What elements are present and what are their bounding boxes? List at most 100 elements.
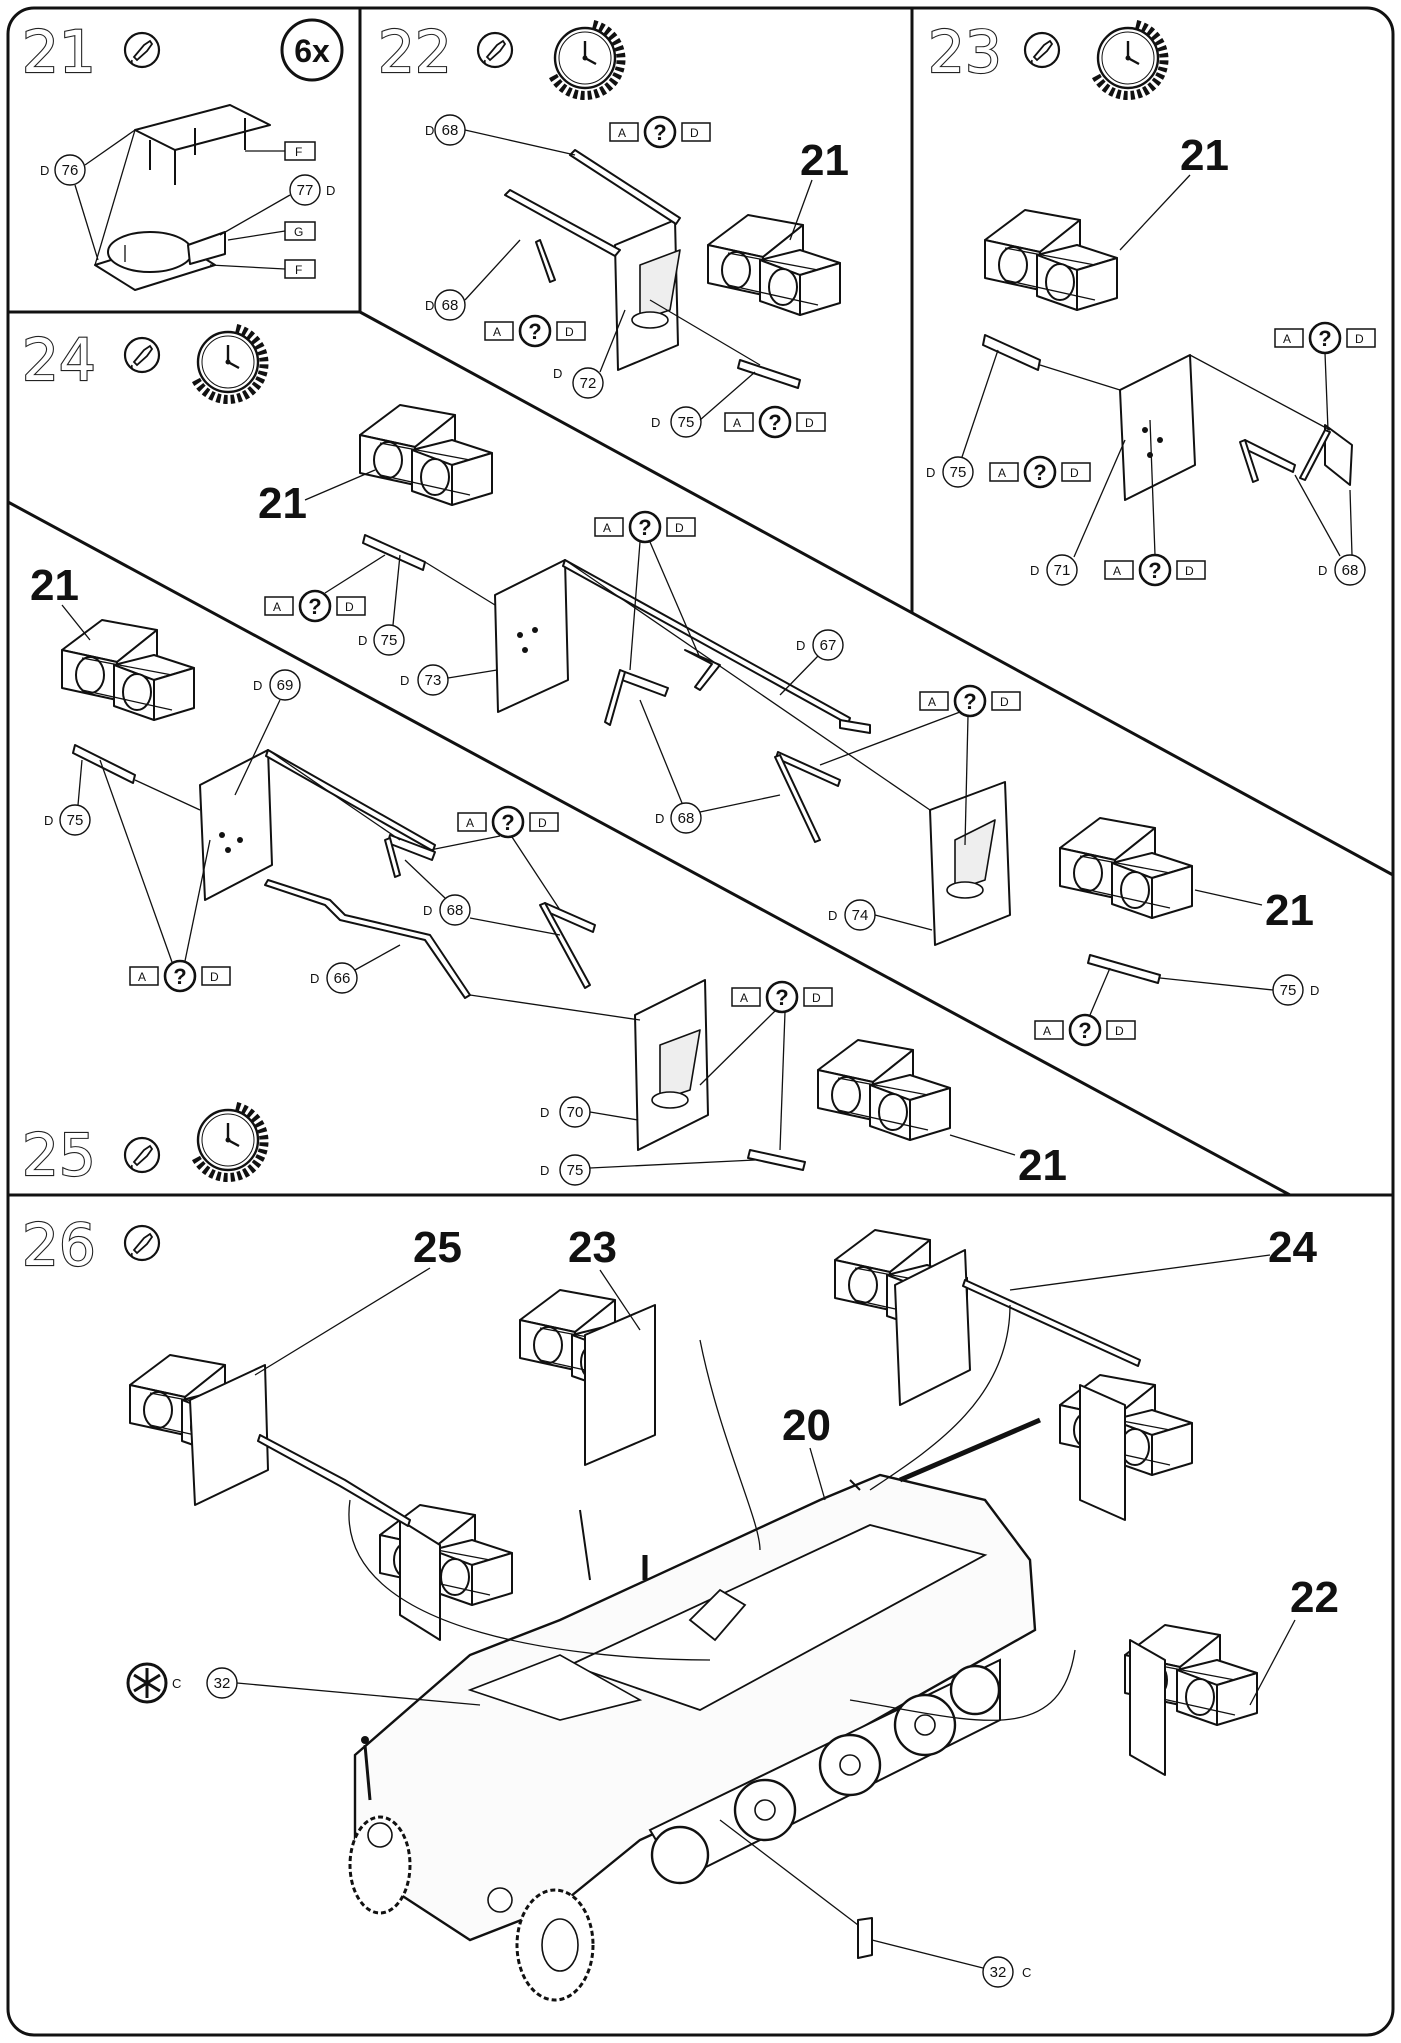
color-code: F [295, 145, 302, 159]
sprue-letter: C [172, 1676, 181, 1691]
divider-25-diagonal [7, 500, 1291, 1197]
attach-line [869, 1304, 1011, 1491]
glue-icon [123, 31, 161, 69]
paint-flag-3: F [209, 259, 316, 279]
launcher-assembly-drawing [1059, 817, 1193, 919]
flag-right: D [538, 816, 547, 830]
flag-left: A [493, 325, 501, 339]
sprue-letter: D [310, 971, 319, 986]
part-callout-76 [54, 154, 86, 186]
part-callout-72 [572, 367, 604, 399]
rod-part [962, 1279, 1141, 1367]
flag-left: A [138, 970, 146, 984]
sprue-letter: D [358, 633, 367, 648]
flag-mark: ? [768, 410, 781, 435]
drying-clock-icon [553, 24, 621, 95]
drying-clock-icon [196, 328, 264, 399]
part-callout-75 [373, 624, 405, 656]
flag-mark: ? [653, 120, 666, 145]
flag-mark: ? [1318, 326, 1331, 351]
attach-line [699, 1339, 761, 1551]
sprue-letter: D [1310, 983, 1319, 998]
flag-right: D [1185, 564, 1194, 578]
glue-flag: A ? D [1104, 553, 1206, 587]
assembly-ref-21: 21 [258, 479, 307, 528]
step-24-panel: 24 21 21 75 D [21, 326, 1319, 1047]
sprue-letter: D [423, 903, 432, 918]
launcher-assembly-drawing [707, 214, 841, 316]
step-23-panel: 23 21 75 D 71 D 68 D A [926, 17, 1376, 587]
glue-flag: A ? D [457, 805, 559, 839]
flag-right: D [565, 325, 574, 339]
part-number: 70 [567, 1104, 584, 1121]
step-26-panel: 26 25 23 24 22 [21, 1210, 1339, 2002]
quantity-badge [280, 18, 344, 82]
divider-24-diagonal [359, 310, 1394, 877]
assembly-ref-25: 25 [413, 1223, 462, 1272]
glue-flag: A ? D [264, 589, 366, 623]
sprue-letter: D [540, 1163, 549, 1178]
flag-mark: ? [501, 810, 514, 835]
sprue-letter: D [796, 638, 805, 653]
part-number: 71 [1054, 562, 1071, 579]
sprue-letter: D [425, 298, 434, 313]
launcher-assembly-drawing [61, 619, 195, 721]
flag-left: A [1283, 332, 1291, 346]
drying-clock-icon [196, 1106, 264, 1177]
flag-left: A [273, 600, 281, 614]
part-number: 69 [277, 677, 294, 694]
sprue-letter: D [253, 678, 262, 693]
flag-left: A [1113, 564, 1121, 578]
frame-part [189, 1364, 269, 1506]
sprue-letter: D [1030, 563, 1039, 578]
flag-right: D [1000, 695, 1009, 709]
step-number-25: 25 [22, 1121, 96, 1189]
step-25-panel: 21 21 75 D 69 D [21, 561, 1067, 1190]
glue-icon [123, 1224, 161, 1262]
frame-part [399, 1519, 441, 1641]
part-callout-71 [1046, 554, 1078, 586]
sprue-letter: D [425, 123, 434, 138]
flag-right: D [1355, 332, 1364, 346]
frame-part [894, 1249, 971, 1406]
flag-right: D [812, 991, 821, 1005]
frame-part-drawing [982, 334, 1353, 501]
part-number: 75 [567, 1162, 584, 1179]
part-callout-32 [982, 1956, 1014, 1988]
part-callout-68 [1334, 554, 1366, 586]
assembly-ref-22: 22 [1290, 1573, 1339, 1622]
glue-flag: A ? D [129, 959, 231, 993]
part-number: 66 [334, 970, 351, 987]
assembly-ref-21: 21 [800, 136, 849, 185]
part-callout-68 [439, 894, 471, 926]
flag-left: A [740, 991, 748, 1005]
flag-right: D [1115, 1024, 1124, 1038]
glue-icon [123, 1136, 161, 1174]
sprue-letter: D [44, 813, 53, 828]
attach-line [849, 1649, 1076, 1721]
flag-right: D [1070, 466, 1079, 480]
launcher-assembly-drawing [984, 209, 1118, 311]
flag-mark: ? [1148, 558, 1161, 583]
color-code: F [295, 263, 302, 277]
asterisk-icon [133, 1668, 161, 1698]
assembly-ref-21: 21 [1180, 131, 1229, 180]
sprue-letter: D [655, 811, 664, 826]
sprue-letter: D [926, 465, 935, 480]
part-number: 67 [820, 637, 837, 654]
part-number: 75 [950, 464, 967, 481]
part-number: 74 [852, 907, 869, 924]
step-number-24: 24 [22, 326, 96, 394]
flag-mark: ? [963, 689, 976, 714]
glue-flag: A ? D [731, 980, 833, 1014]
color-code: G [294, 225, 303, 239]
part-number: 68 [442, 122, 459, 139]
part-callout-66 [326, 962, 358, 994]
sprue-letter: D [40, 163, 49, 178]
frame-part [1129, 1639, 1166, 1776]
flag-right: D [210, 970, 219, 984]
part-number: 76 [62, 162, 79, 179]
step-number-21: 21 [22, 18, 96, 86]
sprue-letter: C [1022, 1965, 1031, 1980]
flag-right: D [675, 521, 684, 535]
